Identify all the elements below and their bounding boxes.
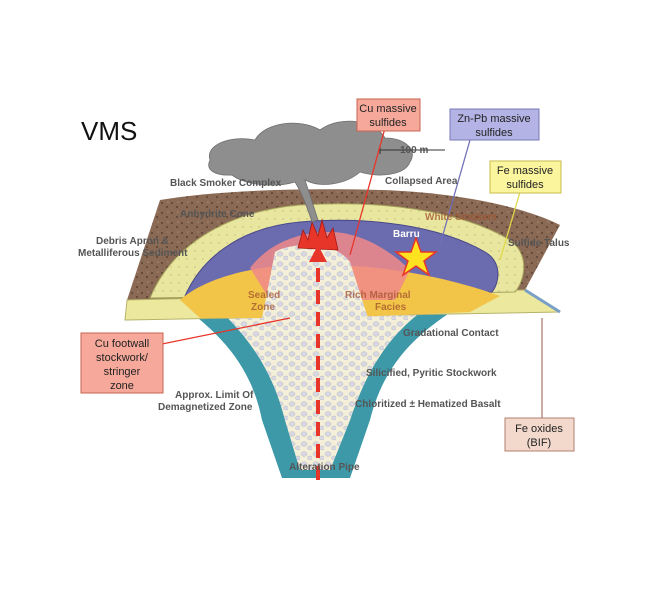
- barru-star-icon: [393, 235, 439, 277]
- black-smoker-label: Black Smoker Complex: [170, 178, 282, 189]
- svg-text:sulfides: sulfides: [369, 117, 407, 129]
- svg-text:stockwork/: stockwork/: [96, 352, 149, 364]
- stockwork-column: [262, 245, 368, 318]
- demagnetized-label-2: Demagnetized Zone: [158, 402, 253, 413]
- svg-text:(BIF): (BIF): [527, 437, 551, 449]
- fe-massive-callout: Fe massive sulfides: [489, 160, 562, 194]
- fe-oxide-layer-line: [524, 288, 561, 314]
- collapsed-area-label: Collapsed Area: [385, 176, 458, 187]
- znpb-leader: [439, 139, 471, 246]
- znpb-massive-callout: Zn-Pb massive sulfides: [449, 108, 540, 141]
- svg-text:stringer: stringer: [104, 366, 141, 378]
- svg-text:Zn-Pb massive: Zn-Pb massive: [457, 113, 530, 125]
- debris-apron-label-2: Metalliferous Sediment: [78, 248, 188, 259]
- demagnetized-label-1: Approx. Limit Of: [175, 390, 254, 401]
- black-smoker-plume: [208, 120, 413, 223]
- white-smokers-label: White Smokers: [425, 212, 498, 223]
- cu-massive-callout: Cu massive sulfides: [356, 98, 421, 132]
- gradational-contact-label: Gradational Contact: [403, 328, 499, 339]
- fluid-flow-arrowhead: [309, 245, 327, 262]
- marginal-facies-label-2: Facies: [375, 302, 407, 313]
- chloritized-label: Chloritized ± Hematized Basalt: [355, 399, 501, 410]
- sealed-zone-label-1: Sealed: [248, 290, 280, 301]
- cu-massive-leader: [349, 127, 386, 256]
- silicified-stockwork-zone: [215, 305, 430, 470]
- sulfide-talus-label: Sulfide Talus: [508, 238, 570, 249]
- diagram-title: VMS: [81, 116, 137, 146]
- svg-text:zone: zone: [110, 380, 134, 392]
- cu-footwall-callout: Cu footwall stockwork/ stringer zone: [80, 332, 164, 394]
- barru-label: Barru: [393, 229, 420, 240]
- fe-massive-leader: [499, 191, 521, 261]
- marginal-facies-label-1: Rich Marginal: [345, 290, 411, 301]
- svg-text:Fe massive: Fe massive: [497, 165, 553, 177]
- debris-apron-label-1: Debris Apron &: [96, 236, 169, 247]
- svg-text:Cu massive: Cu massive: [359, 103, 416, 115]
- svg-text:sulfides: sulfides: [475, 127, 513, 139]
- svg-text:Cu footwall: Cu footwall: [95, 338, 149, 350]
- fe-oxides-callout: Fe oxides (BIF): [504, 417, 575, 452]
- cu-footwall-leader: [161, 317, 291, 345]
- black-smoker-chimney: [297, 218, 339, 251]
- chloritized-basalt-zone: [175, 300, 470, 478]
- alteration-pipe-label: Alteration Pipe: [289, 462, 360, 473]
- svg-text:sulfides: sulfides: [506, 179, 544, 191]
- svg-text:Fe oxides: Fe oxides: [515, 423, 563, 435]
- sealed-zone-label-2: Zone: [251, 302, 275, 313]
- scale-label: 100 m: [400, 145, 428, 156]
- silicified-label: Silicified, Pyritic Stockwork: [366, 368, 497, 379]
- anhydrite-cone-label: Anhydrite Cone: [180, 209, 255, 220]
